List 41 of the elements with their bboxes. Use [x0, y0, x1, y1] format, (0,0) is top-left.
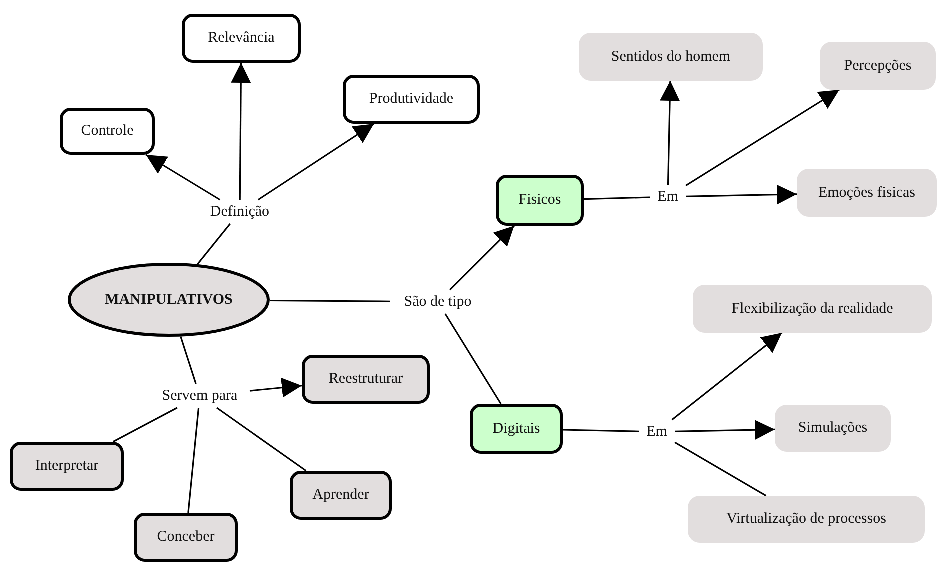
arrow	[146, 154, 221, 201]
concept-box: Interpretar	[10, 442, 124, 491]
arrow	[686, 89, 840, 186]
concept-box: Percepções	[820, 42, 936, 90]
linking-phrase: Em	[646, 424, 668, 440]
linking-phrase: Servem para	[162, 388, 238, 404]
concept-box: Emoções fisicas	[797, 169, 937, 217]
linking-phrase: Definição	[210, 204, 270, 220]
arrow	[686, 184, 798, 205]
connector-line	[216, 407, 307, 472]
connector-line	[444, 314, 502, 404]
arrow	[231, 63, 252, 200]
concept-box: Sentidos do homem	[579, 33, 763, 81]
concept-box: Controle	[60, 108, 155, 155]
concept-box: Reestruturar	[302, 355, 430, 404]
connector-line	[270, 300, 390, 302]
arrow	[660, 80, 680, 186]
concept-box: Produtividade	[343, 75, 480, 124]
arrow	[250, 378, 302, 398]
concept-label: MANIPULATIVOS	[105, 292, 233, 308]
concept-box: Virtualização de processos	[688, 496, 925, 543]
concept-box: Conceber	[134, 513, 238, 562]
concept-box: Relevância	[182, 14, 301, 63]
connector-line	[674, 442, 767, 497]
concept-box: Flexibilização da realidade	[693, 285, 932, 333]
concept-box: Simulações	[775, 405, 891, 452]
concept-box: Aprender	[290, 471, 392, 520]
connector-line	[180, 336, 197, 384]
arrow	[674, 420, 776, 440]
connector-line	[197, 224, 231, 266]
arrow	[450, 225, 515, 291]
linking-phrase: Em	[658, 188, 678, 206]
concept-box: Fisicos	[496, 175, 584, 226]
connector-line	[112, 407, 178, 443]
arrow	[672, 332, 783, 421]
concept-box: Digitais	[470, 404, 563, 454]
connector-line	[562, 429, 640, 432]
connector-line	[584, 196, 650, 200]
linking-phrase: São de tipo	[404, 294, 472, 310]
arrow	[258, 123, 375, 201]
connector-line	[188, 408, 200, 514]
